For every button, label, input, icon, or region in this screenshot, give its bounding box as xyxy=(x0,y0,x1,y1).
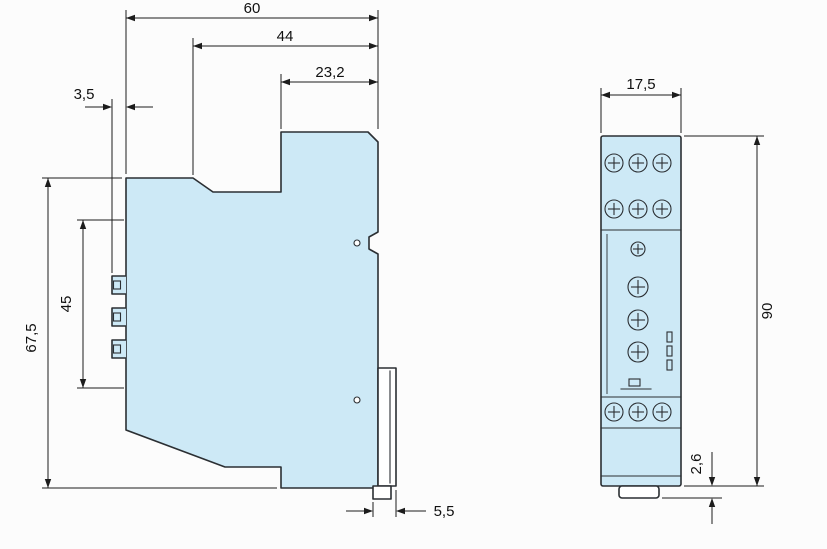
dim-front-width: 23,2 xyxy=(280,64,378,129)
dim-label: 45 xyxy=(58,296,75,313)
front-dimensions: 17,5 90 2,6 xyxy=(600,76,776,524)
dim-arrow xyxy=(601,91,610,99)
dim-front-body-width: 17,5 xyxy=(600,76,682,133)
dim-arrow xyxy=(126,14,135,22)
front-view xyxy=(600,135,682,499)
dim-arrow xyxy=(396,507,405,515)
din-clip-slider xyxy=(377,367,397,487)
dim-arrow xyxy=(753,136,761,145)
dim-arrow xyxy=(369,42,378,50)
dim-label: 17,5 xyxy=(626,76,655,93)
adjustment-knob xyxy=(627,276,649,298)
dim-label: 60 xyxy=(244,0,261,17)
dim-arrow xyxy=(103,103,112,111)
bottom-foot-tab xyxy=(618,485,660,499)
dim-arrow xyxy=(281,78,290,86)
faceplate-screw xyxy=(630,241,646,257)
dim-foot-height: 2,6 xyxy=(662,452,722,524)
pin-hole xyxy=(353,396,361,404)
dim-label: 90 xyxy=(759,303,776,320)
dim-arrow xyxy=(369,14,378,22)
dim-clip-depth: 5,5 xyxy=(346,490,454,520)
dim-label: 67,5 xyxy=(23,323,40,352)
indicator-window xyxy=(666,331,673,343)
side-body xyxy=(125,131,379,489)
indicator-window xyxy=(666,359,673,371)
dim-label: 2,6 xyxy=(688,454,705,475)
dim-total-height: 67,5 xyxy=(23,177,277,489)
dim-arrow xyxy=(708,477,716,486)
adjustment-knob xyxy=(627,309,649,331)
terminal-lug xyxy=(111,339,126,359)
side-dimensions: 60 44 23,2 3,5 xyxy=(23,0,454,520)
terminal-lug xyxy=(111,275,126,295)
dim-arrow xyxy=(44,178,52,187)
dim-arrow xyxy=(753,477,761,486)
dim-arrow xyxy=(79,220,87,229)
dim-arrow xyxy=(369,78,378,86)
dim-front-body-height: 90 xyxy=(684,135,776,487)
dim-arrow xyxy=(708,498,716,507)
dim-arrow xyxy=(364,507,373,515)
side-view xyxy=(111,131,397,500)
din-clip-foot xyxy=(372,485,392,500)
indicator-window xyxy=(666,345,673,357)
dim-label: 44 xyxy=(277,28,294,45)
dim-label: 5,5 xyxy=(434,503,455,520)
test-button-symbol xyxy=(628,378,641,387)
dim-arrow xyxy=(44,479,52,488)
terminal-lug xyxy=(111,307,126,327)
dim-arrow xyxy=(79,379,87,388)
dim-rear-offset: 3,5 xyxy=(74,86,153,273)
terminal-lug-detail xyxy=(112,280,122,290)
dim-arrow xyxy=(672,91,681,99)
dim-total-width: 60 xyxy=(125,0,379,174)
dim-label: 3,5 xyxy=(74,86,95,103)
dim-terminal-height: 45 xyxy=(58,219,124,389)
dim-upper-width: 44 xyxy=(192,28,378,175)
terminal-lug-detail xyxy=(112,312,122,322)
adjustment-knob xyxy=(627,341,649,363)
dim-label: 23,2 xyxy=(315,64,344,81)
dim-arrow xyxy=(193,42,202,50)
pin-hole xyxy=(353,239,361,247)
terminal-lug-detail xyxy=(112,344,122,354)
dim-arrow xyxy=(126,103,135,111)
